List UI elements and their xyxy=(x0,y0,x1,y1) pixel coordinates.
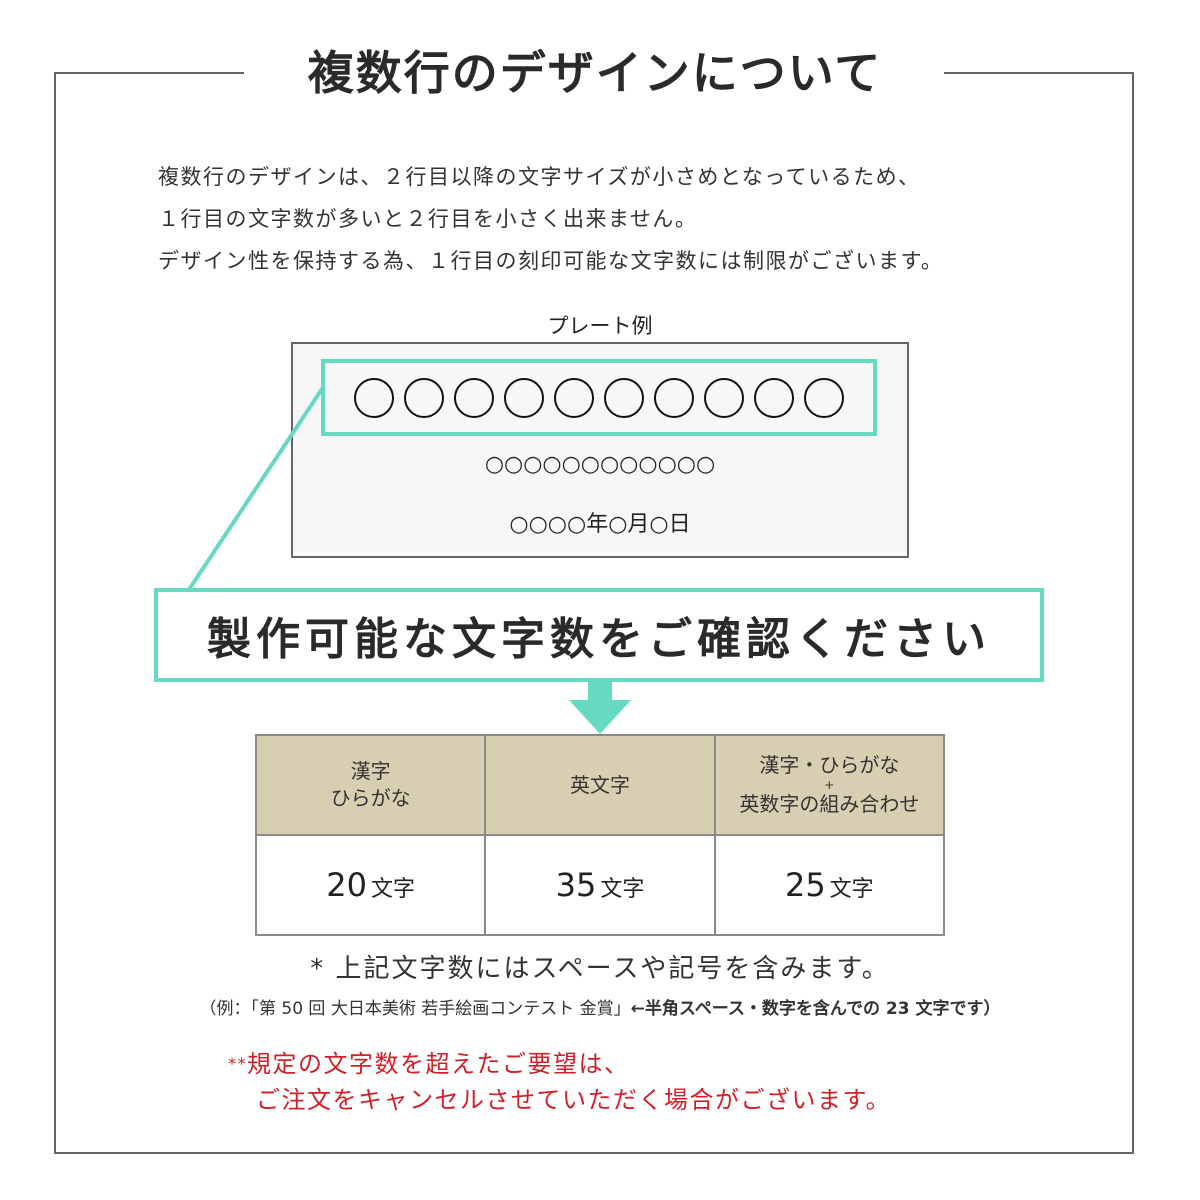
note-example-bold: ←半角スペース・数字を含んでの 23 文字です） xyxy=(630,999,1001,1019)
warning-line: 規定の文字数を超えたご要望は、 xyxy=(247,1050,630,1078)
table-header-alphabet: 英文字 xyxy=(484,734,716,836)
header-line: 英文字 xyxy=(569,772,630,797)
note-example-text: （例：「第 50 回 大日本美術 若手絵画コンテスト 金賞」 xyxy=(199,999,631,1019)
down-arrow-icon xyxy=(588,682,612,702)
warning-line: ご注文をキャンセルさせていただく場合がございます。 xyxy=(256,1086,892,1114)
placeholder-circle-icon xyxy=(654,377,694,418)
intro-line: 複数行のデザインは、２行目以降の文字サイズが小さめとなっているため、 xyxy=(158,165,921,189)
placeholder-circle-icon xyxy=(504,377,544,418)
title-rule-right xyxy=(944,72,1134,74)
count-value: 20 xyxy=(326,866,368,904)
count-value: 35 xyxy=(555,866,597,904)
plate-line1-highlight xyxy=(321,359,877,436)
count-unit: 文字 xyxy=(371,877,416,902)
header-line: 漢字・ひらがな xyxy=(759,753,900,777)
plate-example-label: プレート例 xyxy=(547,314,653,338)
warning-notice: **規定の文字数を超えたご要望は、 ご注文をキャンセルさせていただく場合がござい… xyxy=(228,1046,891,1118)
table-header-mixed: 漢字・ひらがな + 英数字の組み合わせ xyxy=(713,734,946,836)
table-header-kanji-hiragana: 漢字 ひらがな xyxy=(254,734,487,836)
placeholder-circle-icon xyxy=(454,377,494,418)
intro-paragraph: 複数行のデザインは、２行目以降の文字サイズが小さめとなっているため、 １行目の文… xyxy=(158,156,1078,282)
count-value: 25 xyxy=(784,866,826,904)
plus-sign: + xyxy=(824,778,835,792)
intro-line: １行目の文字数が多いと２行目を小さく出来ません。 xyxy=(158,207,698,231)
callout-box: 製作可能な文字数をご確認ください xyxy=(154,588,1044,682)
plate-line3-date-placeholder: ○○○○年○月○日 xyxy=(509,512,691,537)
intro-line: デザイン性を保持する為、１行目の刻印可能な文字数には制限がございます。 xyxy=(158,249,944,273)
note-example: （例：「第 50 回 大日本美術 若手絵画コンテスト 金賞」←半角スペース・数字… xyxy=(0,994,1200,1019)
placeholder-circle-icon xyxy=(404,377,444,418)
header-line: 英数字の組み合わせ xyxy=(739,792,920,816)
content-frame xyxy=(54,72,1134,1154)
down-arrow-icon-head xyxy=(569,700,631,734)
plate-line2-placeholder: ○○○○○○○○○○○○ xyxy=(484,452,716,477)
placeholder-circle-icon xyxy=(554,377,594,418)
callout-text: 製作可能な文字数をご確認ください xyxy=(207,614,991,665)
placeholder-circle-icon xyxy=(754,377,794,418)
count-unit: 文字 xyxy=(829,877,874,902)
placeholder-circle-icon xyxy=(704,377,744,418)
header-line: 漢字 xyxy=(350,759,391,783)
plate-line1-placeholder xyxy=(354,377,844,418)
count-unit: 文字 xyxy=(600,877,645,902)
page-title: 複数行のデザインについて xyxy=(307,46,883,100)
note-spaces-included: * 上記文字数にはスペースや記号を含みます。 xyxy=(310,954,890,984)
placeholder-circle-icon xyxy=(604,377,644,418)
placeholder-circle-icon xyxy=(804,377,844,418)
title-rule-left xyxy=(54,72,244,74)
header-line: ひらがな xyxy=(330,786,411,810)
placeholder-circle-icon xyxy=(354,377,394,418)
asterisk-mark: ** xyxy=(228,1054,247,1073)
